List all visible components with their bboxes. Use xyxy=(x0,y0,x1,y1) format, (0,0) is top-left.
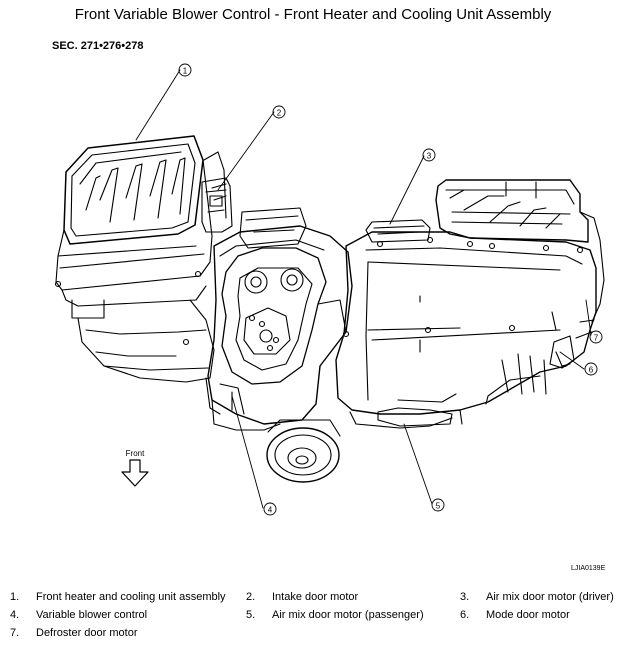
callout-4: 4 xyxy=(263,502,277,516)
callout-7: 7 xyxy=(589,330,603,344)
vent-duct-housing xyxy=(435,179,605,323)
front-arrow-icon xyxy=(121,459,149,487)
callout-2: 2 xyxy=(272,105,286,119)
image-code: LJIA0139E xyxy=(571,565,606,572)
front-label: Front xyxy=(126,449,145,458)
svg-text:1: 1 xyxy=(183,67,188,76)
heater-case xyxy=(54,231,597,429)
callout-6: 6 xyxy=(584,362,598,376)
mode-door-motor xyxy=(549,335,575,369)
svg-text:4: 4 xyxy=(268,506,273,515)
svg-text:3: 3 xyxy=(427,152,432,161)
intake-housing xyxy=(55,135,227,383)
callout-1: 1 xyxy=(178,63,192,77)
leader-lines xyxy=(135,69,592,509)
svg-text:6: 6 xyxy=(589,366,594,375)
intake-door-motor xyxy=(201,177,233,233)
air-mix-motor-driver xyxy=(365,219,431,243)
callout-5: 5 xyxy=(431,498,445,512)
blower-motor-fan xyxy=(266,419,341,483)
parts-legend: 1. Front heater and cooling unit assembl… xyxy=(10,591,614,639)
page-title: Front Variable Blower Control - Front He… xyxy=(74,6,552,23)
air-mix-motor-passenger xyxy=(377,407,453,427)
section-reference: SEC. 271•276•278 xyxy=(52,40,144,52)
callout-3: 3 xyxy=(422,148,436,162)
svg-text:2: 2 xyxy=(277,109,282,118)
svg-text:5: 5 xyxy=(436,502,441,511)
blower-housing xyxy=(205,207,353,431)
svg-text:7: 7 xyxy=(594,334,599,343)
